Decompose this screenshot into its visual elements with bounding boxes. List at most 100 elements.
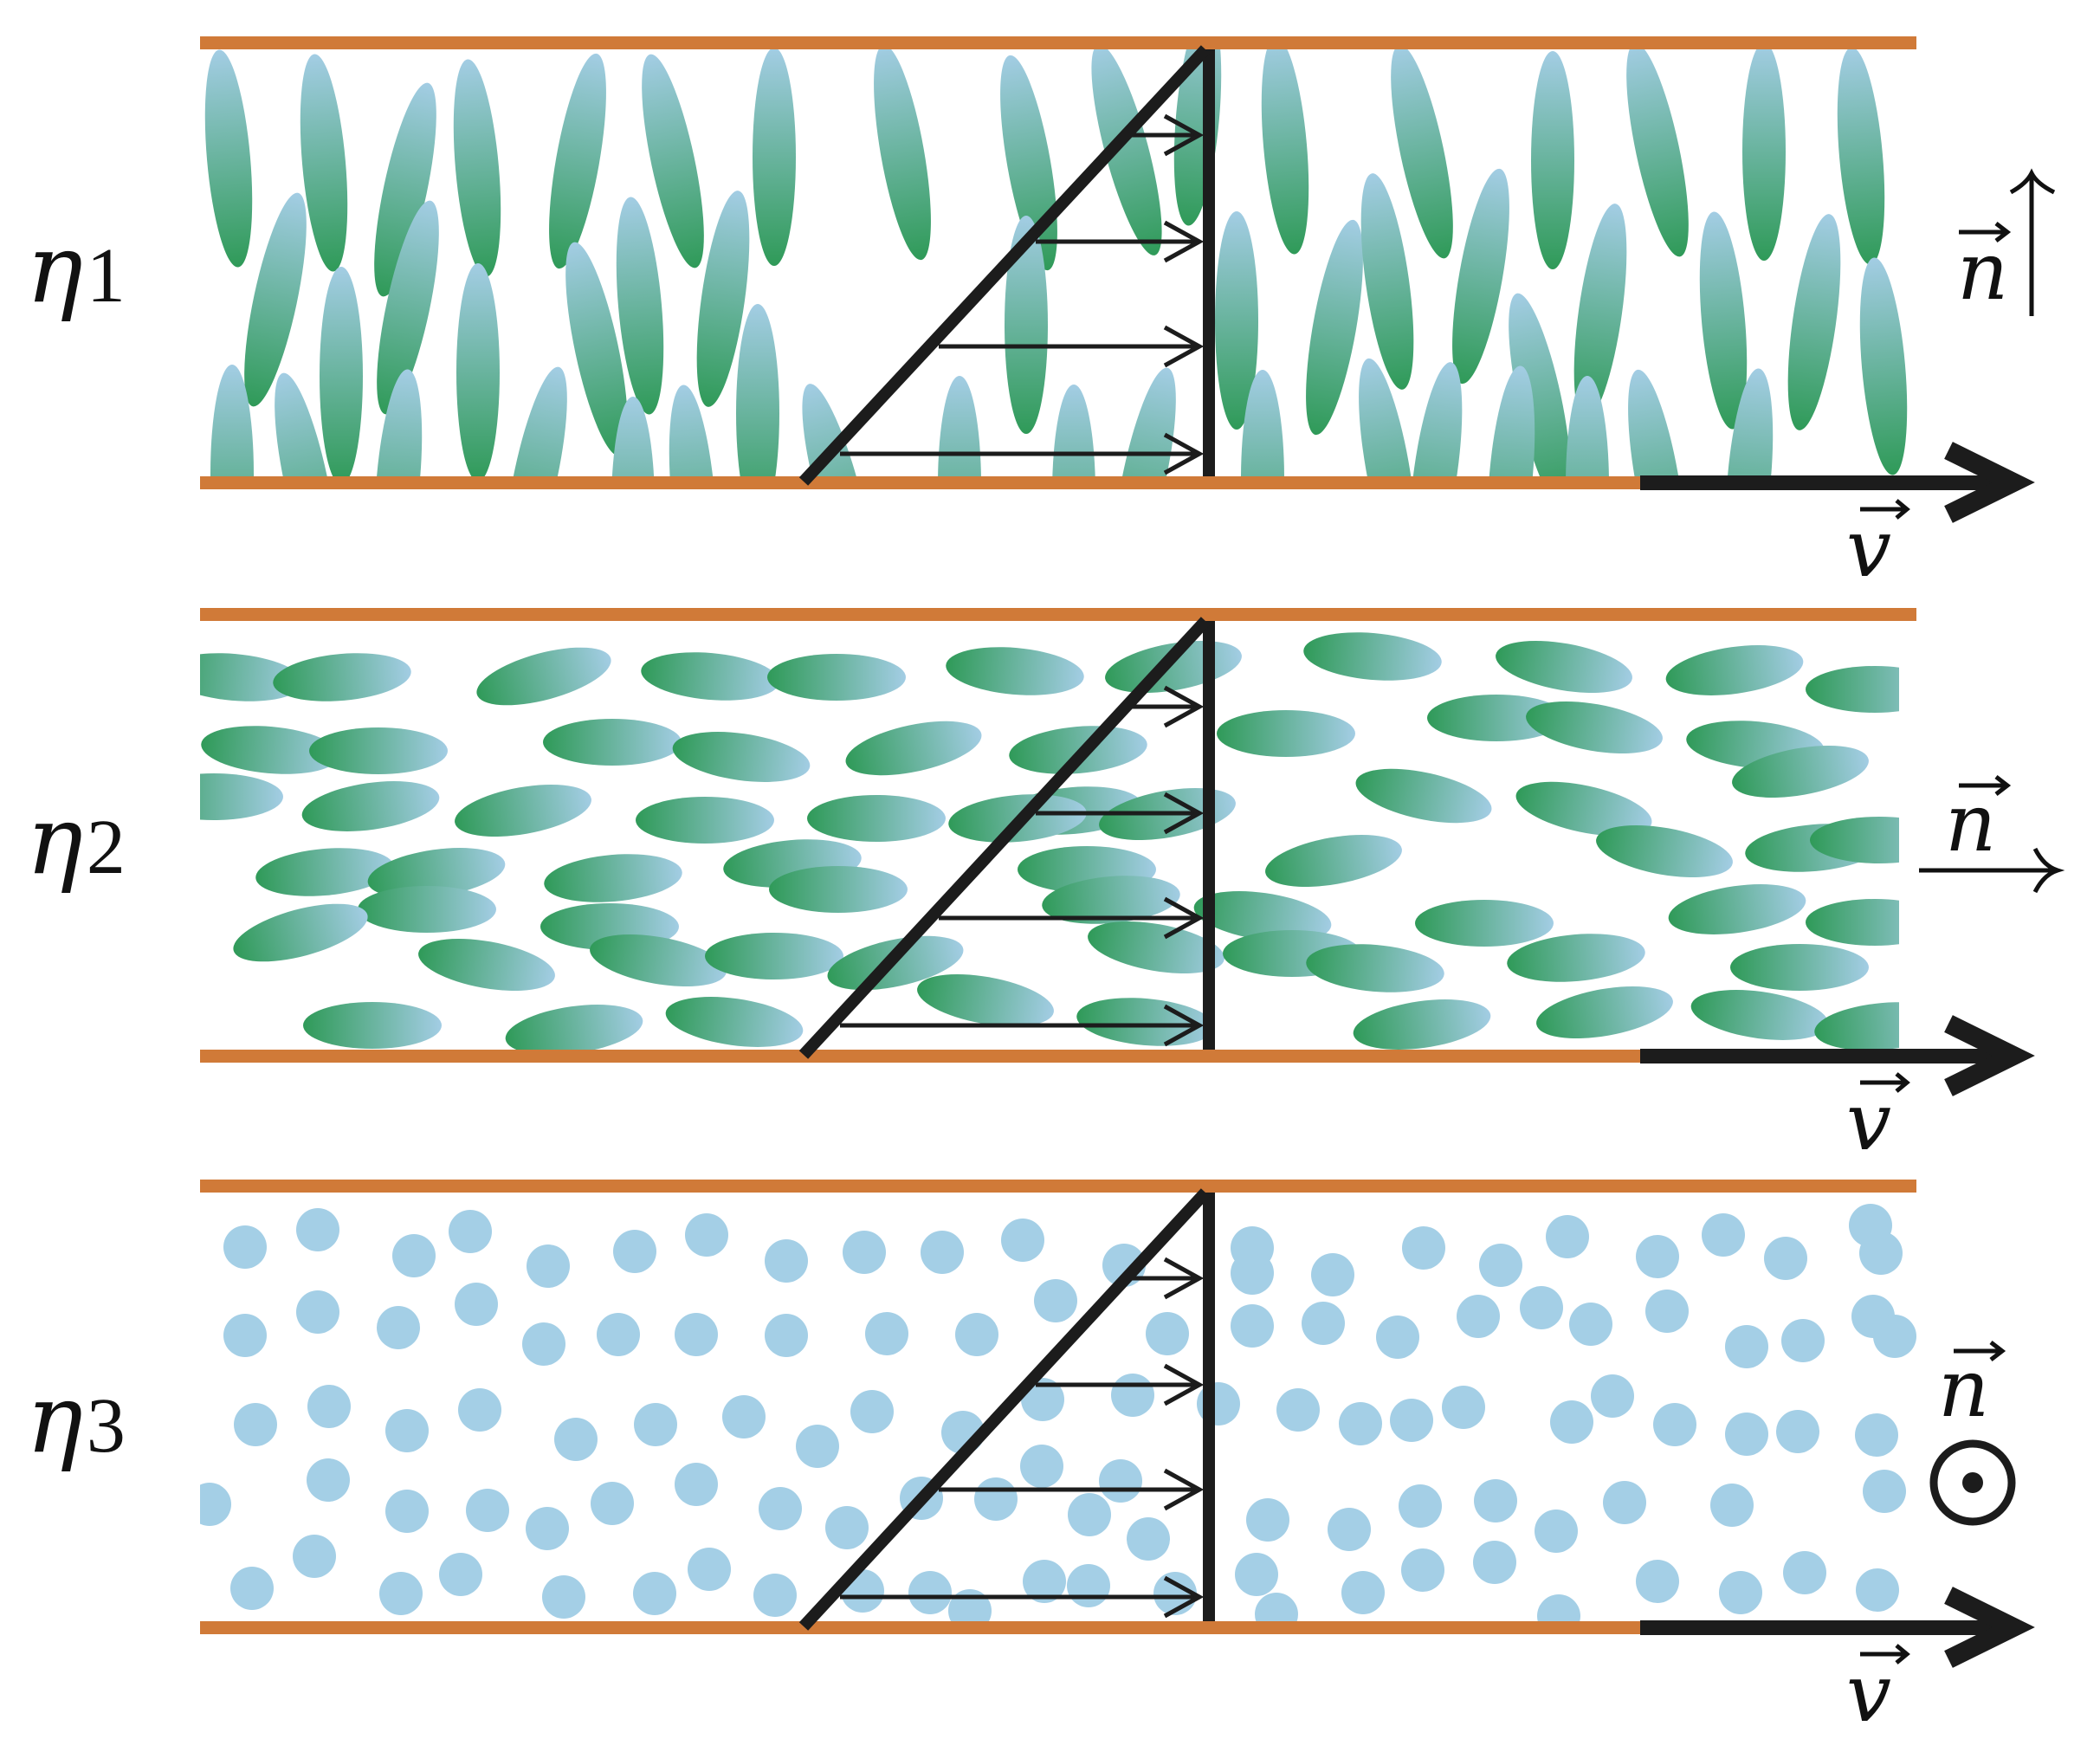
molecule-horizontal	[544, 854, 682, 902]
molecule-dot	[1520, 1286, 1563, 1329]
molecule-dot	[1603, 1481, 1646, 1524]
molecule-horizontal	[200, 773, 283, 820]
molecule-dot	[1537, 1594, 1580, 1621]
panel-eta3: η3 n v	[26, 1180, 2035, 1739]
molecule-dot	[759, 1487, 802, 1530]
molecule-dot	[1783, 1551, 1826, 1594]
molecule-horizontal	[1265, 834, 1402, 888]
molecule-layer-vertical-ellipses	[204, 49, 1908, 476]
eta2-label: η2	[26, 785, 126, 895]
molecule-dot	[1390, 1399, 1433, 1442]
molecule-dot	[1399, 1484, 1442, 1528]
molecule-dot	[1873, 1315, 1916, 1358]
molecule-dot	[522, 1322, 565, 1366]
molecule-horizontal	[200, 653, 303, 701]
molecule-vertical	[1360, 173, 1414, 390]
molecule-horizontal	[1665, 645, 1804, 695]
molecule-dot	[1246, 1498, 1289, 1542]
molecule-horizontal	[1507, 934, 1645, 982]
molecule-dot	[1645, 1290, 1689, 1333]
molecule-horizontal	[1730, 944, 1869, 991]
molecule-dot	[1457, 1295, 1500, 1338]
molecule-vertical	[374, 369, 423, 476]
molecule-vertical	[1573, 204, 1627, 420]
molecule-dot	[379, 1572, 423, 1615]
molecule-dot	[1302, 1302, 1345, 1345]
molecule-dot	[1474, 1479, 1517, 1522]
molecule-vertical	[1859, 257, 1908, 475]
molecule-dot	[1546, 1215, 1589, 1258]
molecule-vertical	[374, 82, 436, 297]
molecule-horizontal	[917, 973, 1054, 1027]
molecule-horizontal	[1355, 768, 1492, 824]
molecule-vertical	[1452, 168, 1509, 385]
molecule-vertical	[1091, 49, 1162, 255]
molecule-horizontal	[1193, 891, 1332, 941]
molecule-horizontal	[769, 866, 908, 913]
molecule-dot	[234, 1403, 277, 1446]
molecule-dot	[1776, 1410, 1819, 1453]
molecule-dot	[675, 1463, 718, 1506]
molecule-dot	[1591, 1374, 1634, 1418]
molecule-dot	[554, 1418, 598, 1461]
molecule-dot	[1146, 1312, 1189, 1355]
molecule-dot	[1856, 1568, 1899, 1612]
molecule-vertical	[753, 49, 796, 266]
molecule-horizontal	[1427, 695, 1566, 741]
molecule-dot	[458, 1388, 501, 1432]
molecule-vertical	[1241, 370, 1284, 476]
molecule-dot	[921, 1231, 964, 1274]
molecule-horizontal	[807, 795, 946, 842]
molecule-dot	[634, 1403, 677, 1446]
molecule-dot	[1636, 1560, 1679, 1603]
molecule-horizontal	[1217, 710, 1355, 757]
molecule-dot	[675, 1313, 718, 1356]
molecule-vertical	[565, 242, 628, 456]
bottom-plate	[200, 1621, 1640, 1634]
molecule-horizontal	[1810, 817, 1899, 863]
velocity-profile	[798, 45, 1215, 486]
molecule-dot	[307, 1458, 350, 1502]
velocity-label-v: v	[1846, 1644, 1910, 1739]
molecule-dot	[1111, 1374, 1154, 1417]
molecule-vertical	[1261, 49, 1309, 255]
bottom-plate	[200, 476, 1640, 489]
molecule-vertical	[616, 197, 664, 415]
molecule-vertical	[696, 191, 750, 407]
molecule-vertical	[300, 54, 348, 272]
molecule-vertical	[1409, 362, 1463, 476]
molecule-dot	[307, 1385, 351, 1428]
molecule-dot	[765, 1239, 808, 1283]
molecule-horizontal	[636, 797, 774, 844]
velocity-label-v: v	[1846, 1072, 1910, 1168]
molecule-horizontal	[1306, 944, 1444, 992]
molecule-dot	[1636, 1235, 1679, 1278]
molecule-horizontal	[672, 732, 811, 782]
molecule-horizontal	[233, 903, 368, 962]
molecule-dot	[825, 1506, 869, 1549]
molecule-horizontal	[1536, 986, 1673, 1039]
molecule-vertical	[210, 365, 254, 476]
molecule-horizontal	[1690, 990, 1829, 1040]
molecule-dot	[296, 1290, 339, 1334]
molecule-horizontal	[301, 781, 440, 831]
director-n-label: n	[1945, 777, 1996, 870]
molecule-dot	[1855, 1413, 1898, 1457]
molecule-vertical	[1566, 376, 1609, 476]
molecule-vertical	[1487, 365, 1535, 476]
molecule-dot	[850, 1390, 894, 1433]
molecule-horizontal	[1732, 745, 1869, 798]
molecule-dot	[1725, 1413, 1768, 1456]
molecule-vertical	[456, 263, 500, 476]
svg-text:v: v	[1846, 502, 1891, 595]
molecule-vertical	[275, 372, 337, 476]
velocity-profile	[798, 617, 1215, 1059]
molecule-vertical	[1215, 211, 1258, 430]
molecule-dot	[633, 1572, 676, 1615]
molecule-dot	[526, 1507, 569, 1550]
molecule-vertical	[611, 397, 655, 476]
molecule-vertical	[1509, 293, 1571, 476]
molecule-dot	[1859, 1232, 1903, 1275]
molecule-dot	[974, 1477, 1018, 1521]
molecule-dot	[1231, 1226, 1274, 1270]
